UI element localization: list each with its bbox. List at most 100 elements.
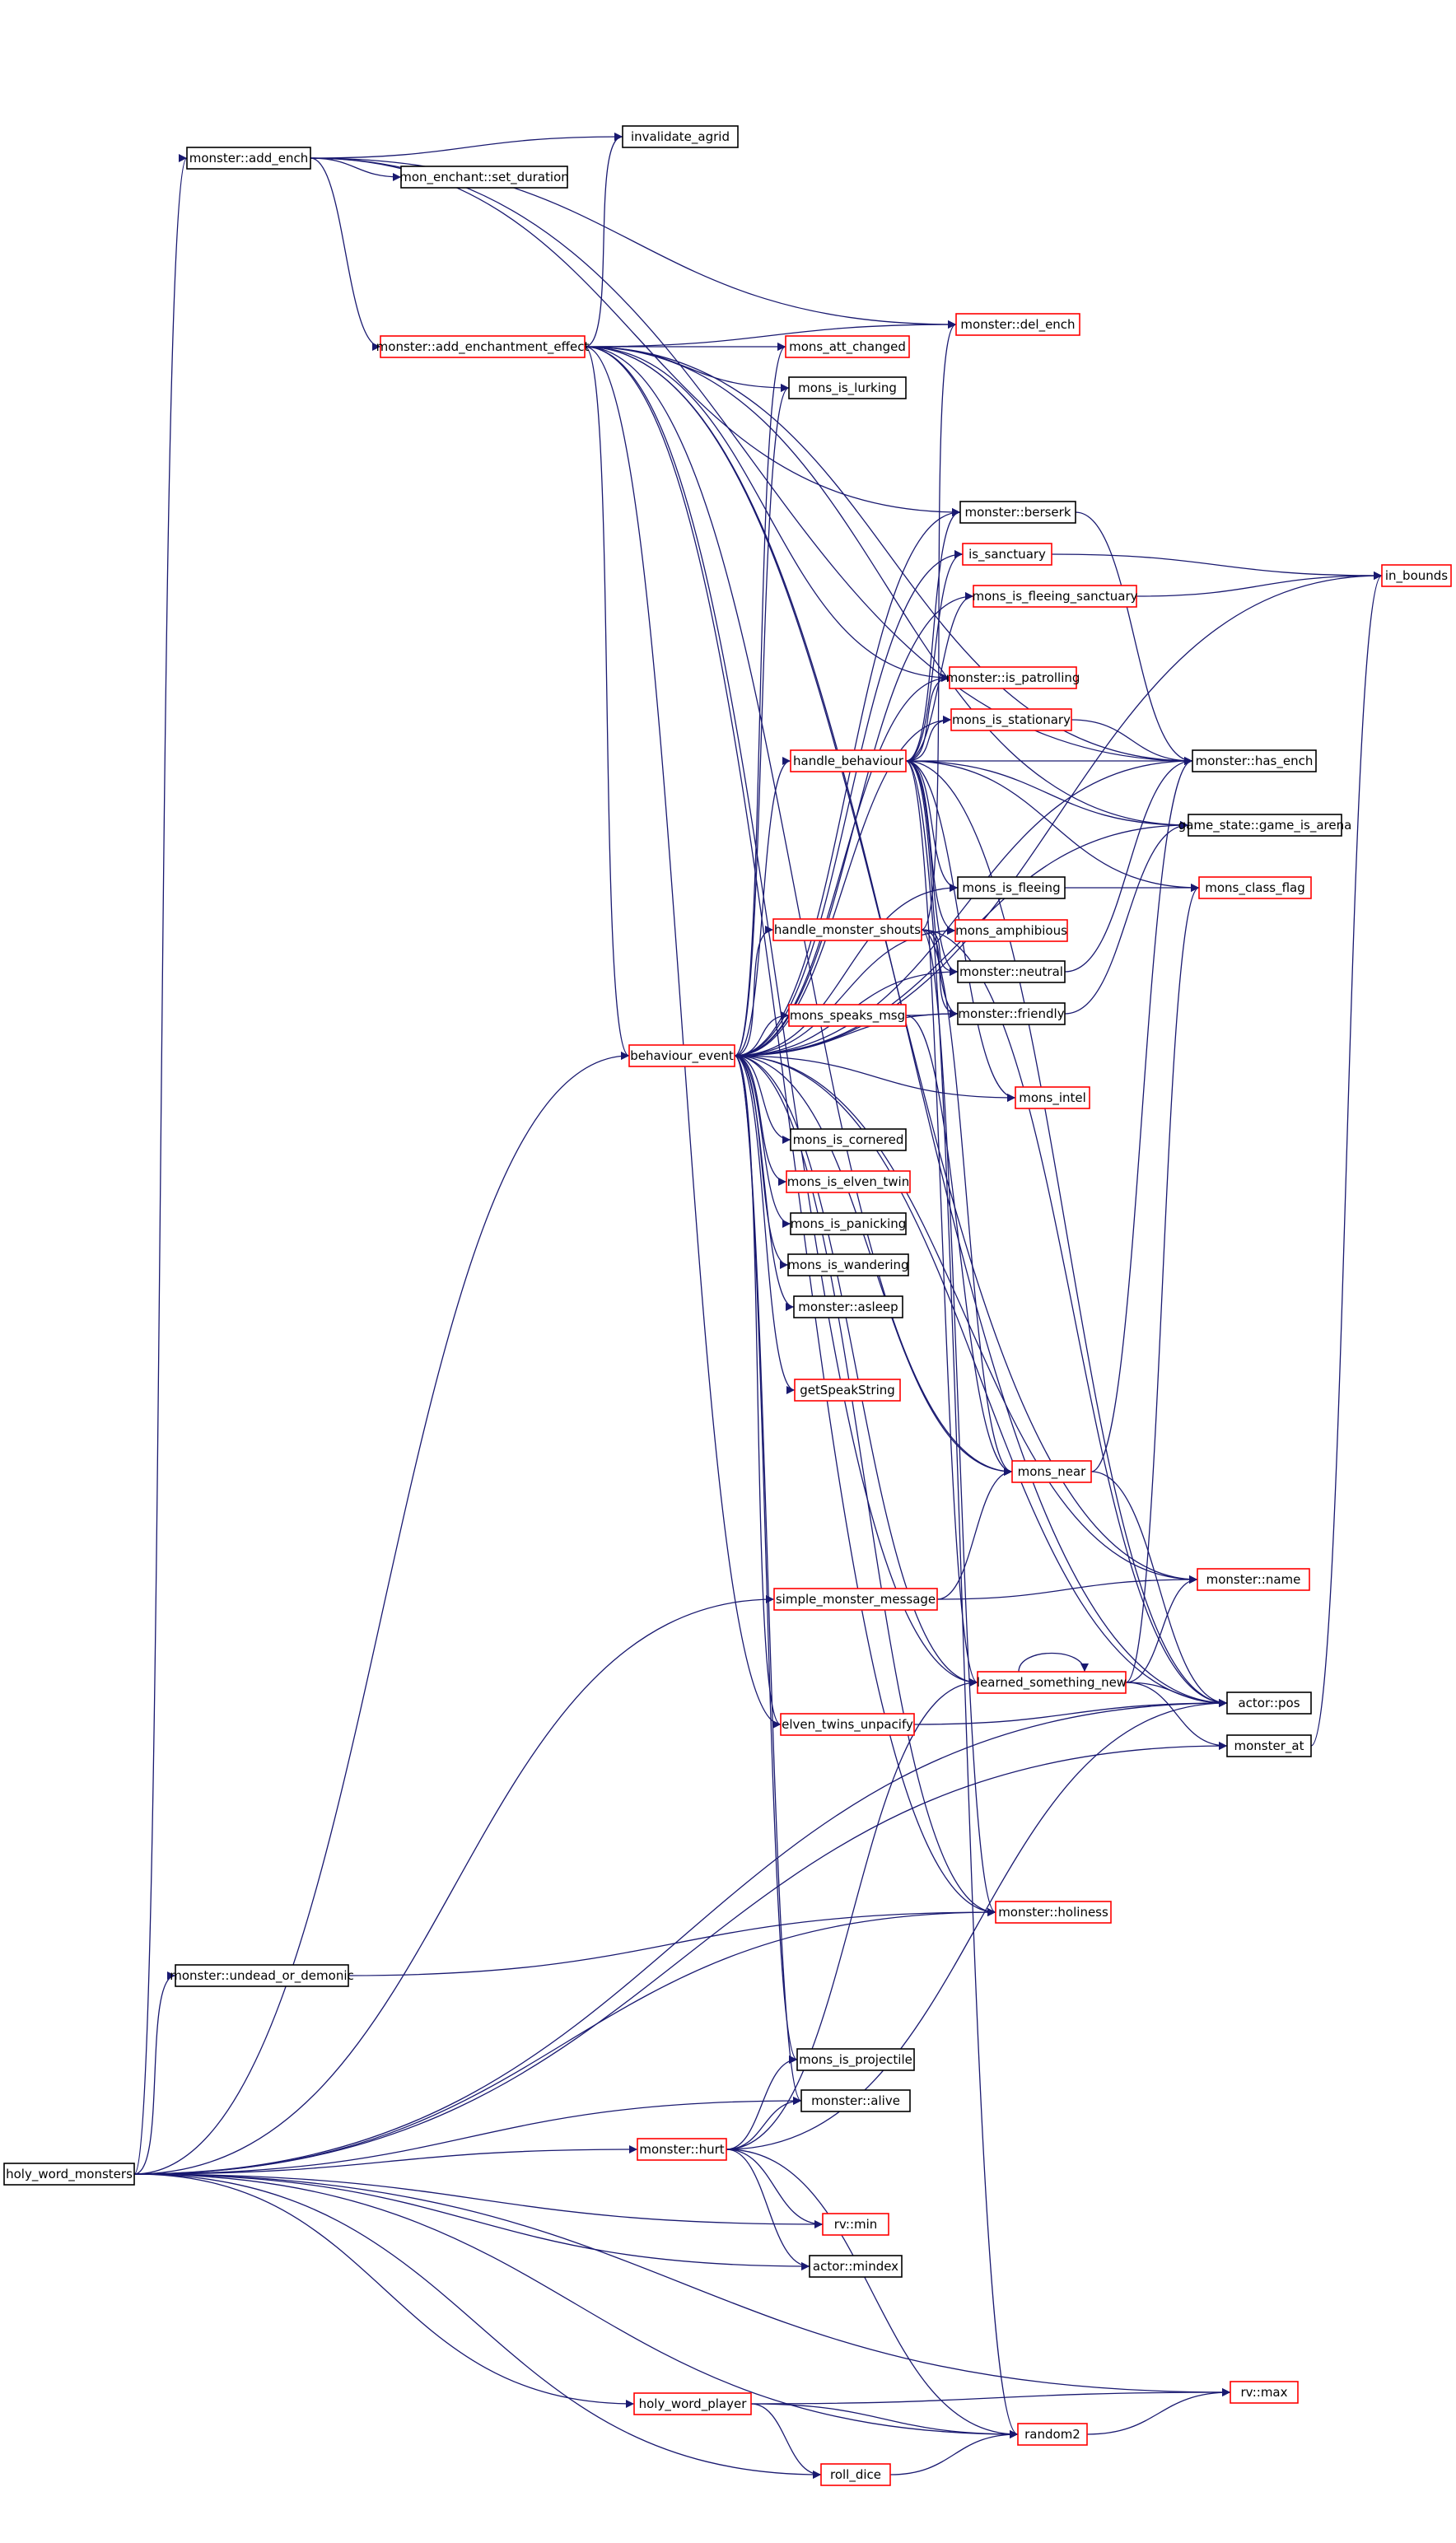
edge-handle_monster_shouts-to-holiness: [921, 929, 996, 1916]
node-learned-something-new[interactable]: learned_something_new: [977, 1671, 1127, 1694]
node-handle-behaviour[interactable]: handle_behaviour: [790, 749, 907, 772]
node-is-sanctuary[interactable]: is_sanctuary: [962, 543, 1052, 566]
node-mons-is-projectile[interactable]: mons_is_projectile: [796, 2048, 915, 2071]
node-label: holy_word_player: [639, 2396, 748, 2412]
node-holiness[interactable]: monster::holiness: [995, 1901, 1112, 1924]
edge-handle_monster_shouts-to-neutral: [921, 929, 959, 976]
node-mons-is-fleeing-sanctuary[interactable]: mons_is_fleeing_sanctuary: [972, 585, 1138, 608]
node-box: [822, 2213, 889, 2236]
edge-behaviour_event-to-mons_amphibious: [734, 926, 956, 1057]
edge-holy_word_monsters-to-roll_dice: [133, 2173, 822, 2479]
edge-add_enchantment_effect-to-has_ench: [584, 346, 1193, 765]
edge-handle_monster_shouts-to-mons_near: [921, 929, 1013, 1476]
edge-simple_monster_message-to-mons_near: [936, 1467, 1013, 1600]
node-in-bounds[interactable]: in_bounds: [1381, 564, 1452, 587]
node-del-ench[interactable]: monster::del_ench: [955, 313, 1080, 336]
node-label: mons_class_flag: [1205, 880, 1305, 896]
node-box: [186, 147, 311, 170]
edge-holy_word_monsters-to-holy_word_player: [133, 2173, 635, 2408]
node-random2[interactable]: random2: [1017, 2423, 1088, 2446]
node-alive[interactable]: monster::alive: [800, 2089, 911, 2112]
node-mindex[interactable]: actor::mindex: [809, 2255, 903, 2278]
edge-holy_word_monsters-to-random2: [133, 2173, 1019, 2438]
node-berserk[interactable]: monster::berserk: [959, 501, 1076, 524]
node-is-patrolling[interactable]: monster::is_patrolling: [946, 666, 1080, 689]
node-mons-is-stationary[interactable]: mons_is_stationary: [950, 708, 1072, 731]
edge-holy_word_monsters-to-simple_monster_message: [133, 1595, 775, 2175]
node-pos[interactable]: actor::pos: [1226, 1691, 1312, 1715]
edge-handle_behaviour-to-mons_amphibious: [905, 760, 956, 935]
node-getSpeakString[interactable]: getSpeakString: [794, 1379, 901, 1402]
node-box: [790, 1212, 907, 1235]
node-name[interactable]: monster::name: [1197, 1568, 1310, 1591]
node-label: monster::holiness: [998, 1905, 1108, 1920]
node-invalidate-agrid[interactable]: invalidate_agrid: [622, 125, 739, 148]
node-label: mons_speaks_msg: [790, 1008, 905, 1024]
edge-holy_word_monsters-to-behaviour_event: [133, 1052, 630, 2175]
node-game-is-arena[interactable]: game_state::game_is_arena: [1178, 814, 1352, 837]
node-hurt[interactable]: monster::hurt: [637, 2138, 727, 2161]
edge-mons_is_fleeing_sanctuary-to-in_bounds: [1136, 572, 1383, 597]
node-label: elven_twins_unpacify: [782, 1717, 913, 1733]
node-box: [790, 749, 907, 772]
edge-holy_word_monsters-to-add_ench: [133, 154, 188, 2175]
node-undead-or-demonic[interactable]: monster::undead_or_demonic: [170, 1964, 354, 1987]
node-label: random2: [1024, 2427, 1080, 2442]
node-label: invalidate_agrid: [631, 129, 730, 145]
node-label: mons_att_changed: [789, 339, 906, 355]
node-mons-speaks-msg[interactable]: mons_speaks_msg: [788, 1004, 907, 1027]
node-friendly[interactable]: monster::friendly: [957, 1002, 1066, 1025]
node-box: [622, 125, 739, 148]
edge-behaviour_event-to-asleep: [734, 1055, 795, 1311]
node-holy-word-monsters[interactable]: holy_word_monsters: [3, 2163, 135, 2186]
edge-behaviour_event-to-mons_is_stationary: [734, 716, 952, 1057]
node-label: mons_is_projectile: [799, 2052, 912, 2068]
node-mons-class-flag[interactable]: mons_class_flag: [1198, 876, 1312, 899]
node-mons-att-changed[interactable]: mons_att_changed: [785, 335, 910, 358]
edges-layer: [133, 133, 1383, 2479]
node-simple-monster-message[interactable]: simple_monster_message: [773, 1588, 938, 1611]
edge-add_enchantment_effect-to-mons_near: [584, 346, 1013, 1476]
node-mons-amphibious[interactable]: mons_amphibious: [954, 919, 1068, 942]
node-roll-dice[interactable]: roll_dice: [820, 2463, 891, 2486]
edge-hurt-to-alive: [726, 2097, 802, 2150]
edge-handle_behaviour-to-mons_is_stationary: [905, 716, 952, 762]
node-box: [950, 708, 1072, 731]
node-mons-is-fleeing[interactable]: mons_is_fleeing: [957, 876, 1066, 899]
node-rv-min[interactable]: rv::min: [822, 2213, 889, 2236]
node-label: monster::add_ench: [189, 151, 308, 166]
nodes-layer: holy_word_monsters monster::add_ench inval…: [3, 125, 1452, 2486]
edge-handle_behaviour-to-is_patrolling: [905, 674, 950, 762]
node-mons-is-lurking[interactable]: mons_is_lurking: [788, 376, 907, 399]
node-box: [785, 335, 910, 358]
node-behaviour-event[interactable]: behaviour_event: [628, 1044, 735, 1067]
node-label: mons_intel: [1019, 1090, 1086, 1106]
node-box: [788, 1004, 907, 1027]
node-elven-twins-unpacify[interactable]: elven_twins_unpacify: [780, 1713, 915, 1736]
node-asleep[interactable]: monster::asleep: [793, 1295, 903, 1318]
node-handle-monster-shouts[interactable]: handle_monster_shouts: [772, 918, 922, 941]
node-add-enchantment-effect[interactable]: monster::add_enchantment_effect: [376, 335, 590, 358]
node-mons-is-panicking[interactable]: mons_is_panicking: [790, 1212, 907, 1235]
node-set-duration[interactable]: mon_enchant::set_duration: [399, 166, 569, 189]
node-box: [955, 313, 1080, 336]
node-mons-near[interactable]: mons_near: [1011, 1460, 1092, 1483]
edge-holy_word_monsters-to-monster_at: [133, 1742, 1228, 2175]
node-holy-word-player[interactable]: holy_word_player: [633, 2392, 752, 2415]
edge-behaviour_event-to-alive: [734, 1055, 802, 2105]
edge-handle_behaviour-to-mons_is_fleeing: [905, 760, 959, 892]
edge-add_enchantment_effect-to-is_patrolling: [584, 346, 950, 682]
node-monster-at[interactable]: monster_at: [1226, 1734, 1312, 1757]
node-mons-intel[interactable]: mons_intel: [1015, 1086, 1090, 1109]
node-mons-is-cornered[interactable]: mons_is_cornered: [790, 1128, 907, 1151]
node-rv-max[interactable]: rv::max: [1230, 2381, 1299, 2404]
node-mons-is-elven-twin[interactable]: mons_is_elven_twin: [786, 1170, 911, 1193]
node-box: [962, 543, 1052, 566]
node-mons-is-wandering[interactable]: mons_is_wandering: [787, 1253, 909, 1276]
node-has-ench[interactable]: monster::has_ench: [1192, 749, 1317, 772]
node-label: actor::pos: [1238, 1696, 1300, 1710]
node-neutral[interactable]: monster::neutral: [957, 960, 1066, 983]
node-add-ench[interactable]: monster::add_ench: [186, 147, 311, 170]
node-label: is_sanctuary: [968, 547, 1046, 562]
edge-handle_monster_shouts-to-friendly: [921, 929, 959, 1018]
